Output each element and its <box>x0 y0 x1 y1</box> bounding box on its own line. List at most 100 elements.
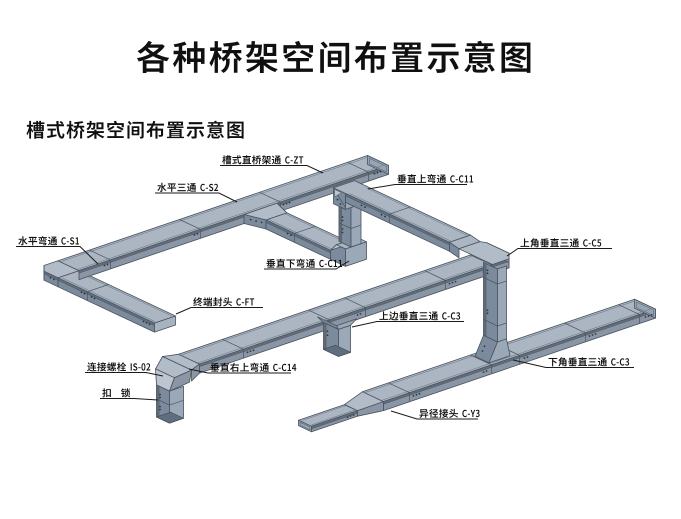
bolt-dot <box>290 234 292 237</box>
upper-level-run <box>178 241 510 374</box>
leader-c-y3 <box>390 410 478 420</box>
bolt-dot <box>339 203 342 205</box>
upper-frame-assembly <box>43 155 656 433</box>
branch-seam-top <box>294 225 316 234</box>
post-p2-seam-2s <box>497 322 507 327</box>
bolt-dot <box>454 280 457 283</box>
bolt-dot <box>326 334 329 337</box>
end-cap-run-lip-west <box>62 277 156 322</box>
bolt-dot <box>341 219 344 222</box>
horizontal-bend-c-s1 <box>43 260 80 288</box>
bolt-dot <box>159 396 161 399</box>
reducer-seam-top-w <box>344 404 358 412</box>
bottom-run-lip-south <box>381 308 652 401</box>
upper-level-seam-top <box>344 297 366 309</box>
narrow-lip-north <box>302 405 347 421</box>
bolt-dot <box>364 206 366 209</box>
straight-tray-c-zt <box>57 155 389 281</box>
bolt-dot <box>448 282 451 285</box>
upper-level-seam-top <box>222 338 244 350</box>
bolt-dot <box>481 350 484 352</box>
tee-branch-assembly <box>243 180 481 267</box>
bolt-dot <box>526 356 529 358</box>
branch-lip-east <box>284 213 350 245</box>
bolt-dot <box>650 314 653 316</box>
branch-lip-west <box>268 219 333 250</box>
leader-is-02 <box>85 372 164 377</box>
post-p2-seam-2 <box>483 319 498 327</box>
bolt-dot <box>373 172 376 175</box>
drop-post-p4 <box>156 384 184 424</box>
up-bend-inner-face <box>334 189 342 198</box>
t4-flare-south-face <box>488 338 511 364</box>
leader-lines <box>16 165 634 420</box>
bolt-dot <box>588 335 591 337</box>
end-cap-run-c-ft <box>57 270 176 333</box>
bolt-dot <box>346 416 349 418</box>
bolt-dot <box>451 281 454 284</box>
bolt-dot <box>376 171 379 174</box>
bolt-dot <box>260 221 263 224</box>
straight-tray-end-face <box>367 155 389 175</box>
post-p1-seam-south <box>350 224 362 229</box>
post-p4-seam-west <box>156 398 170 406</box>
bolt-dot <box>523 357 526 359</box>
bolt-dot <box>485 370 488 372</box>
straight-tray-lip-south <box>76 164 385 270</box>
end-cap-run-lip-east <box>78 272 172 317</box>
bolt-dot <box>103 264 106 267</box>
bolt-dot <box>380 213 383 216</box>
straight-tray-lip-north <box>60 156 369 263</box>
bolt-dot <box>384 215 386 218</box>
leader-c-c11-down <box>264 260 350 270</box>
post-p1-stripe <box>338 201 342 243</box>
upper-level-lip-north <box>180 256 472 356</box>
bolt-dot <box>418 392 421 395</box>
bolt-dot <box>483 345 486 348</box>
leader-c-c11-up <box>367 184 467 190</box>
narrow-lip-south <box>311 409 356 426</box>
upper-level-lip-south <box>197 263 489 364</box>
post-p1-seam-west <box>338 222 352 229</box>
bolt-dot <box>159 393 161 396</box>
bolt-dot <box>145 322 148 324</box>
leader-c-c3-corner <box>512 359 634 368</box>
bolt-dot <box>53 278 55 281</box>
bolt-dot <box>341 231 344 234</box>
corner-drop-assembly <box>474 261 511 364</box>
bolt-dot <box>288 201 291 204</box>
bolt-dot <box>142 320 145 323</box>
bolt-dot <box>486 269 489 272</box>
upper-run-to-corner <box>333 180 481 259</box>
end-cap-face <box>154 315 176 333</box>
post-p4-stripe <box>156 384 160 419</box>
drop-post-p2 <box>483 261 507 361</box>
bolt-dot <box>594 333 597 335</box>
bolt-dot <box>647 315 650 317</box>
bolt-dot <box>341 228 344 230</box>
side-vertical-tee-c-c3 <box>317 316 357 357</box>
bolt-dot <box>83 292 86 295</box>
upper-level-run-assembly <box>155 241 510 424</box>
upper-run-lip-east <box>366 187 469 237</box>
bolt-dot <box>159 408 161 411</box>
straight-tray-seam-top <box>347 161 369 173</box>
straight-tray-seam-top <box>259 191 281 203</box>
bolt-dot <box>486 309 489 312</box>
bolt-dot <box>159 405 161 408</box>
bottom-run-end-face <box>634 298 656 319</box>
reduced-tray-section <box>298 391 384 433</box>
leader-c-zt <box>220 165 324 174</box>
bolt-dot <box>486 272 489 275</box>
bolt-dot <box>412 395 415 397</box>
straight-tray-seam-top <box>89 249 111 261</box>
bottom-run-seam-top <box>564 322 586 334</box>
stub-bottom-face <box>323 344 351 357</box>
bolt-dot <box>255 220 257 223</box>
bolt-dot <box>90 296 93 298</box>
bolt-dot <box>341 216 344 218</box>
bolt-dot <box>379 170 382 173</box>
upper-level-seam-top <box>470 254 492 266</box>
bolt-dot <box>80 291 83 294</box>
